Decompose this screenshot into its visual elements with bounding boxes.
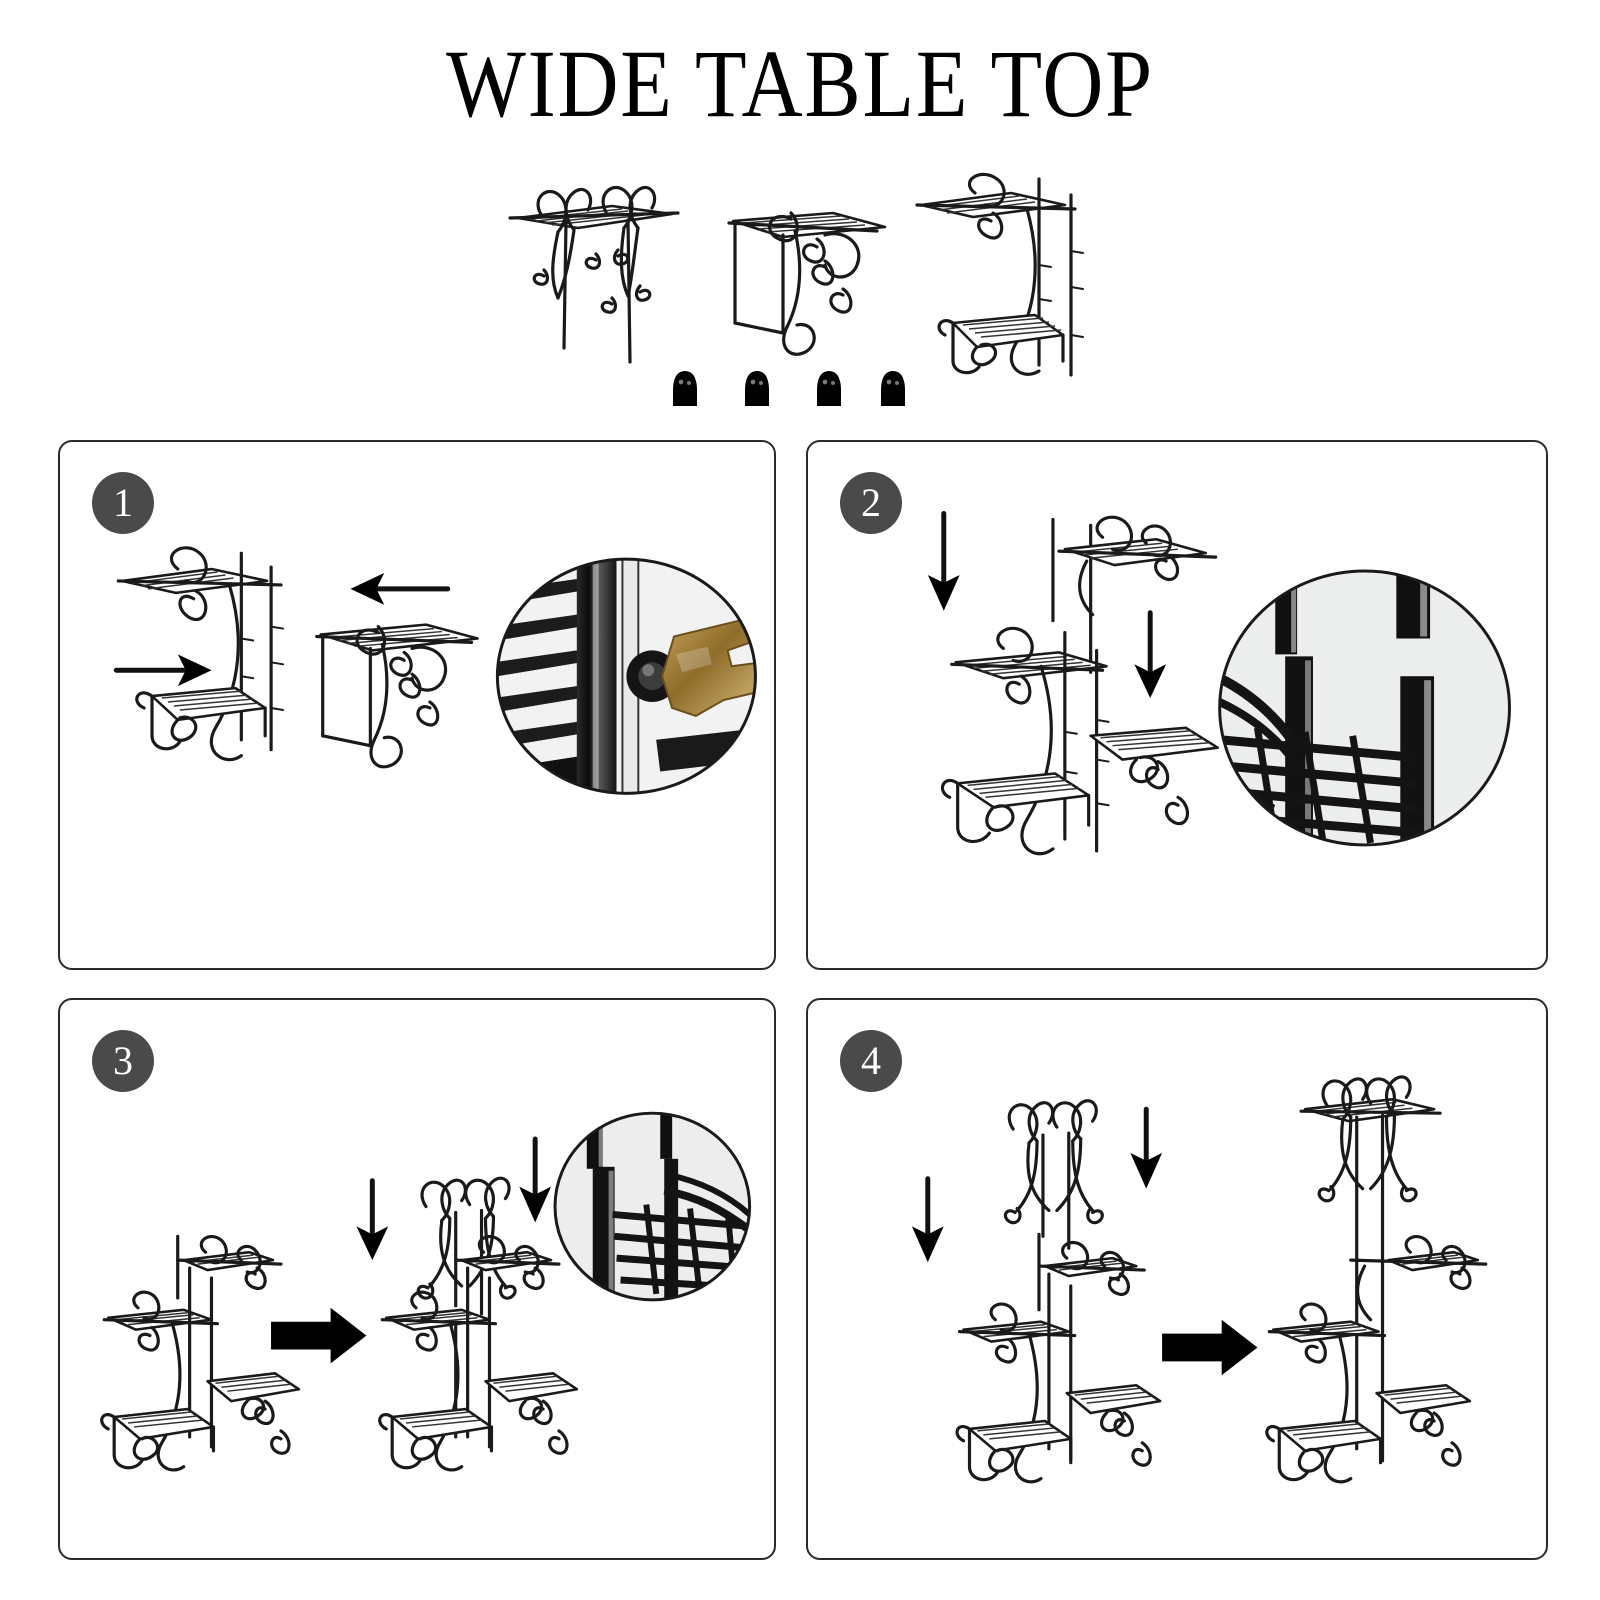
rubber-foot-cap-icon: [673, 371, 697, 406]
step4-topper-separate: [1003, 1099, 1104, 1250]
step-panel-1: 1: [58, 440, 776, 970]
step-2-illustration: [927, 510, 1511, 856]
step1-lower-frame: [116, 546, 285, 762]
step-panel-4: 4: [806, 998, 1548, 1560]
arrow-down-left-assembly: [911, 1176, 944, 1263]
step4-body-assembly: [955, 1232, 1162, 1484]
arrow-right-slide-in: [113, 654, 212, 687]
step-1-illustration: [113, 546, 757, 795]
parts-overview: [470, 165, 1130, 377]
step-4-illustration: [911, 1075, 1488, 1484]
step-3-illustration: [100, 1111, 752, 1472]
step-panel-3: 3: [58, 998, 776, 1560]
part-plant-stand-lower-frame: [915, 172, 1084, 377]
step-badge-2: 2: [840, 472, 902, 534]
step2-upper-part: [1051, 515, 1218, 674]
rubber-foot-cap-icon: [745, 371, 769, 406]
part-plant-stand-mid-frame: [727, 211, 887, 356]
rubber-foot-caps-group: [670, 368, 905, 414]
arrow-down-topper: [1130, 1106, 1163, 1189]
assembly-steps-grid: 1: [58, 440, 1548, 1560]
tube-shelf-joint-photo: [1218, 569, 1511, 847]
arrow-down-left: [927, 510, 960, 611]
step1-mid-frame: [315, 623, 479, 769]
rubber-foot-cap-icon: [881, 371, 905, 406]
step3-assembly-before: [100, 1234, 301, 1472]
post-slot-shelf-joint-photo: [553, 1111, 752, 1302]
arrow-right-final-result: [1162, 1319, 1258, 1376]
arrow-left-slide-in: [350, 573, 451, 605]
wrench-tightening-bolt-photo: [495, 557, 757, 795]
arrow-down-right: [1134, 610, 1167, 699]
step-panel-2: 2: [806, 440, 1548, 970]
step4-completed-stand: [1265, 1075, 1488, 1484]
step2-lower-assembly: [940, 626, 1219, 856]
step-badge-1: 1: [92, 472, 154, 534]
arrow-down-topper-drop: [356, 1178, 389, 1261]
step-badge-3: 3: [92, 1030, 154, 1092]
step-badge-4: 4: [840, 1030, 902, 1092]
step3-assembly-after: [378, 1176, 579, 1472]
page-title: WIDE TABLE TOP: [446, 30, 1154, 137]
part-plant-stand-topper: [508, 185, 680, 364]
rubber-foot-cap-icon: [817, 371, 841, 406]
arrow-right-result: [271, 1307, 367, 1364]
arrow-down-detail: [519, 1136, 552, 1223]
step3-topper-part: [416, 1176, 517, 1316]
